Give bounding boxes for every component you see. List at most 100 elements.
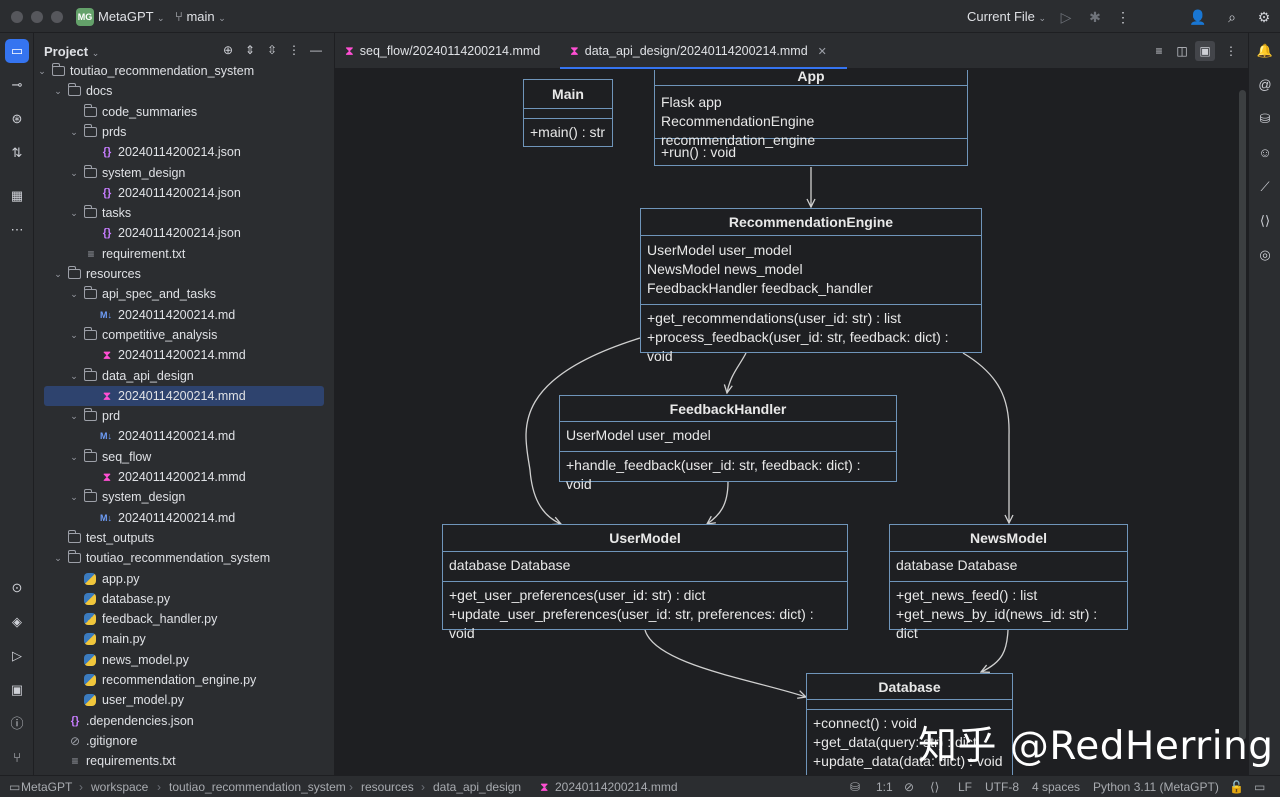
tree-folder[interactable]: test_outputs (44, 528, 324, 548)
tree-file[interactable]: user_model.py (44, 690, 324, 710)
chevron-down-icon[interactable]: ⌄ (70, 126, 78, 137)
project-badge-icon[interactable]: MG (76, 8, 94, 26)
tab-seq-flow[interactable]: ⧗seq_flow/20240114200214.mmd (345, 33, 540, 69)
python-packages-icon[interactable]: ⊙ (11, 580, 23, 595)
run-config-selector[interactable]: Current File ⌄ (967, 9, 1046, 24)
chevron-down-icon[interactable]: ⌄ (70, 289, 78, 300)
file-encoding[interactable]: UTF-8 (985, 780, 1019, 794)
breadcrumb-item[interactable]: data_api_design (433, 780, 522, 794)
chevron-down-icon[interactable]: ⌄ (70, 370, 78, 381)
terminal-icon[interactable]: ▣ (10, 682, 24, 697)
editor-scrollbar[interactable] (1239, 90, 1246, 740)
code-icon[interactable]: ⟨⟩ (930, 780, 940, 794)
tree-file[interactable]: ≡requirements.txt (44, 751, 324, 771)
tree-file[interactable]: ⧗20240114200214.mmd (44, 467, 324, 487)
tab-data-api-design[interactable]: ⧗data_api_design/20240114200214.mmd✕ (560, 33, 847, 69)
tree-folder[interactable]: ⌄toutiao_recommendation_system (38, 61, 324, 81)
breadcrumb-item[interactable]: 20240114200214.mmd (555, 780, 678, 794)
split-editor-preview-icon[interactable]: ◫ (1176, 44, 1188, 58)
problems-icon[interactable]: ⓘ (10, 716, 24, 731)
tree-file[interactable]: {}20240114200214.json (44, 223, 324, 243)
run-icon[interactable]: ▷ (1060, 9, 1072, 25)
tree-folder[interactable]: ⌄tasks (44, 203, 324, 223)
project-folder-icon[interactable]: ▭ (5, 39, 29, 63)
copilot-icon[interactable]: ☺ (1258, 145, 1272, 160)
tree-file[interactable]: news_model.py (44, 650, 324, 670)
changes-icon[interactable]: ⊛ (11, 111, 23, 126)
tree-file[interactable]: M↓20240114200214.md (44, 426, 324, 446)
indent-setting[interactable]: 4 spaces (1032, 780, 1081, 794)
hide-panel-icon[interactable]: — (310, 43, 322, 57)
caret-position[interactable]: 1:1 (876, 780, 893, 794)
services-icon[interactable]: ▷ (12, 648, 22, 663)
close-window-button[interactable] (11, 11, 23, 23)
chevron-down-icon[interactable]: ⌄ (54, 553, 62, 564)
commit-icon[interactable]: ⊸ (11, 77, 23, 92)
bot-icon[interactable]: ◎ (1259, 247, 1271, 262)
tree-folder[interactable]: ⌄system_design (44, 163, 324, 183)
editor-only-icon[interactable]: ≡ (1155, 44, 1163, 58)
tree-folder[interactable]: ⌄docs (44, 81, 324, 101)
tree-file[interactable]: recommendation_engine.py (44, 670, 324, 690)
tree-folder[interactable]: ⌄data_api_design (44, 366, 324, 386)
minimize-window-button[interactable] (31, 11, 43, 23)
preview-only-icon[interactable]: ▣ (1195, 41, 1215, 61)
ai-assistant-icon[interactable]: @ (1258, 77, 1272, 92)
add-user-icon[interactable]: 👤 (1189, 9, 1207, 25)
tree-folder[interactable]: ⌄prd (44, 406, 324, 426)
more-vertical-icon[interactable]: ⋮ (1116, 9, 1130, 25)
chevron-down-icon[interactable]: ⌄ (54, 269, 62, 279)
tree-folder[interactable]: ⌄system_design (44, 487, 324, 507)
chevron-down-icon[interactable]: ⌄ (70, 411, 78, 422)
tree-file[interactable]: main.py (44, 629, 324, 649)
tree-file[interactable]: {}.dependencies.json (44, 711, 324, 731)
branch-switcher[interactable]: ⑂ main ⌄ (175, 9, 226, 24)
chevron-down-icon[interactable]: ⌄ (70, 329, 78, 340)
search-icon[interactable]: ⌕ (1228, 9, 1236, 25)
tree-folder[interactable]: code_summaries (44, 102, 324, 122)
structure-icon[interactable]: ▦ (10, 188, 24, 203)
more-vertical-icon[interactable]: ⋮ (288, 43, 300, 57)
database-icon[interactable]: ⛁ (1259, 111, 1271, 126)
tree-folder[interactable]: ⌄api_spec_and_tasks (44, 284, 324, 304)
git-icon[interactable]: ⑂ (13, 750, 21, 765)
tree-file[interactable]: {}20240114200214.json (44, 183, 324, 203)
breadcrumb-item[interactable]: resources (361, 780, 414, 794)
memory-indicator-icon[interactable]: ▭ (1254, 780, 1266, 794)
inspection-icon[interactable]: ⛁ (850, 780, 861, 794)
locate-crosshair-icon[interactable]: ⊕ (222, 43, 234, 57)
debug-icon[interactable]: ✱ (1089, 9, 1101, 25)
layers-icon[interactable]: ◈ (12, 614, 22, 629)
more-vertical-icon[interactable]: ⋮ (1225, 44, 1237, 58)
maximize-window-button[interactable] (51, 11, 63, 23)
pull-requests-icon[interactable]: ⇅ (11, 145, 23, 160)
project-switcher[interactable]: MetaGPT ⌄ (98, 9, 165, 24)
tree-file[interactable]: M↓20240114200214.md (44, 508, 324, 528)
tree-file[interactable]: ⊘.gitignore (44, 731, 324, 751)
tree-file[interactable]: ≡requirement.txt (44, 244, 324, 264)
close-tab-icon[interactable]: ✕ (817, 46, 827, 58)
tree-file[interactable]: app.py (44, 569, 324, 589)
chevron-down-icon[interactable]: ⌄ (54, 86, 62, 97)
chevron-down-icon[interactable]: ⌄ (70, 208, 78, 219)
panel-title[interactable]: Project ⌄ (44, 44, 99, 59)
tree-folder[interactable]: ⌄prds (44, 122, 324, 142)
chevron-right-icon[interactable] (68, 102, 80, 122)
tree-folder[interactable]: ⌄resources (44, 264, 324, 284)
notifications-bell-icon[interactable]: 🔔 (1256, 43, 1274, 58)
collapse-all-icon[interactable]: ⇳ (266, 43, 278, 57)
expand-collapse-icon[interactable]: ⇕ (244, 43, 256, 57)
settings-gear-icon[interactable]: ⚙ (1257, 9, 1271, 25)
chevron-down-icon[interactable]: ⌄ (70, 167, 78, 178)
line-separator[interactable]: LF (958, 780, 973, 794)
breadcrumb-item[interactable]: toutiao_recommendation_system (169, 780, 346, 794)
profiler-icon[interactable]: ⟋ (1260, 179, 1270, 194)
readonly-lock-icon[interactable]: 🔓 (1229, 780, 1244, 794)
python-interpreter[interactable]: Python 3.11 (MetaGPT) (1093, 780, 1219, 794)
tree-folder[interactable]: ⌄competitive_analysis (44, 325, 324, 345)
breadcrumb-item[interactable]: MetaGPT (21, 780, 73, 794)
mermaid-preview[interactable]: Main +main() : str App Flask app Recomme… (335, 70, 1248, 775)
ai-status-icon[interactable]: ⊘ (904, 780, 915, 794)
tree-file[interactable]: feedback_handler.py (44, 609, 324, 629)
more-horizontal-icon[interactable]: ⋯ (10, 222, 24, 237)
